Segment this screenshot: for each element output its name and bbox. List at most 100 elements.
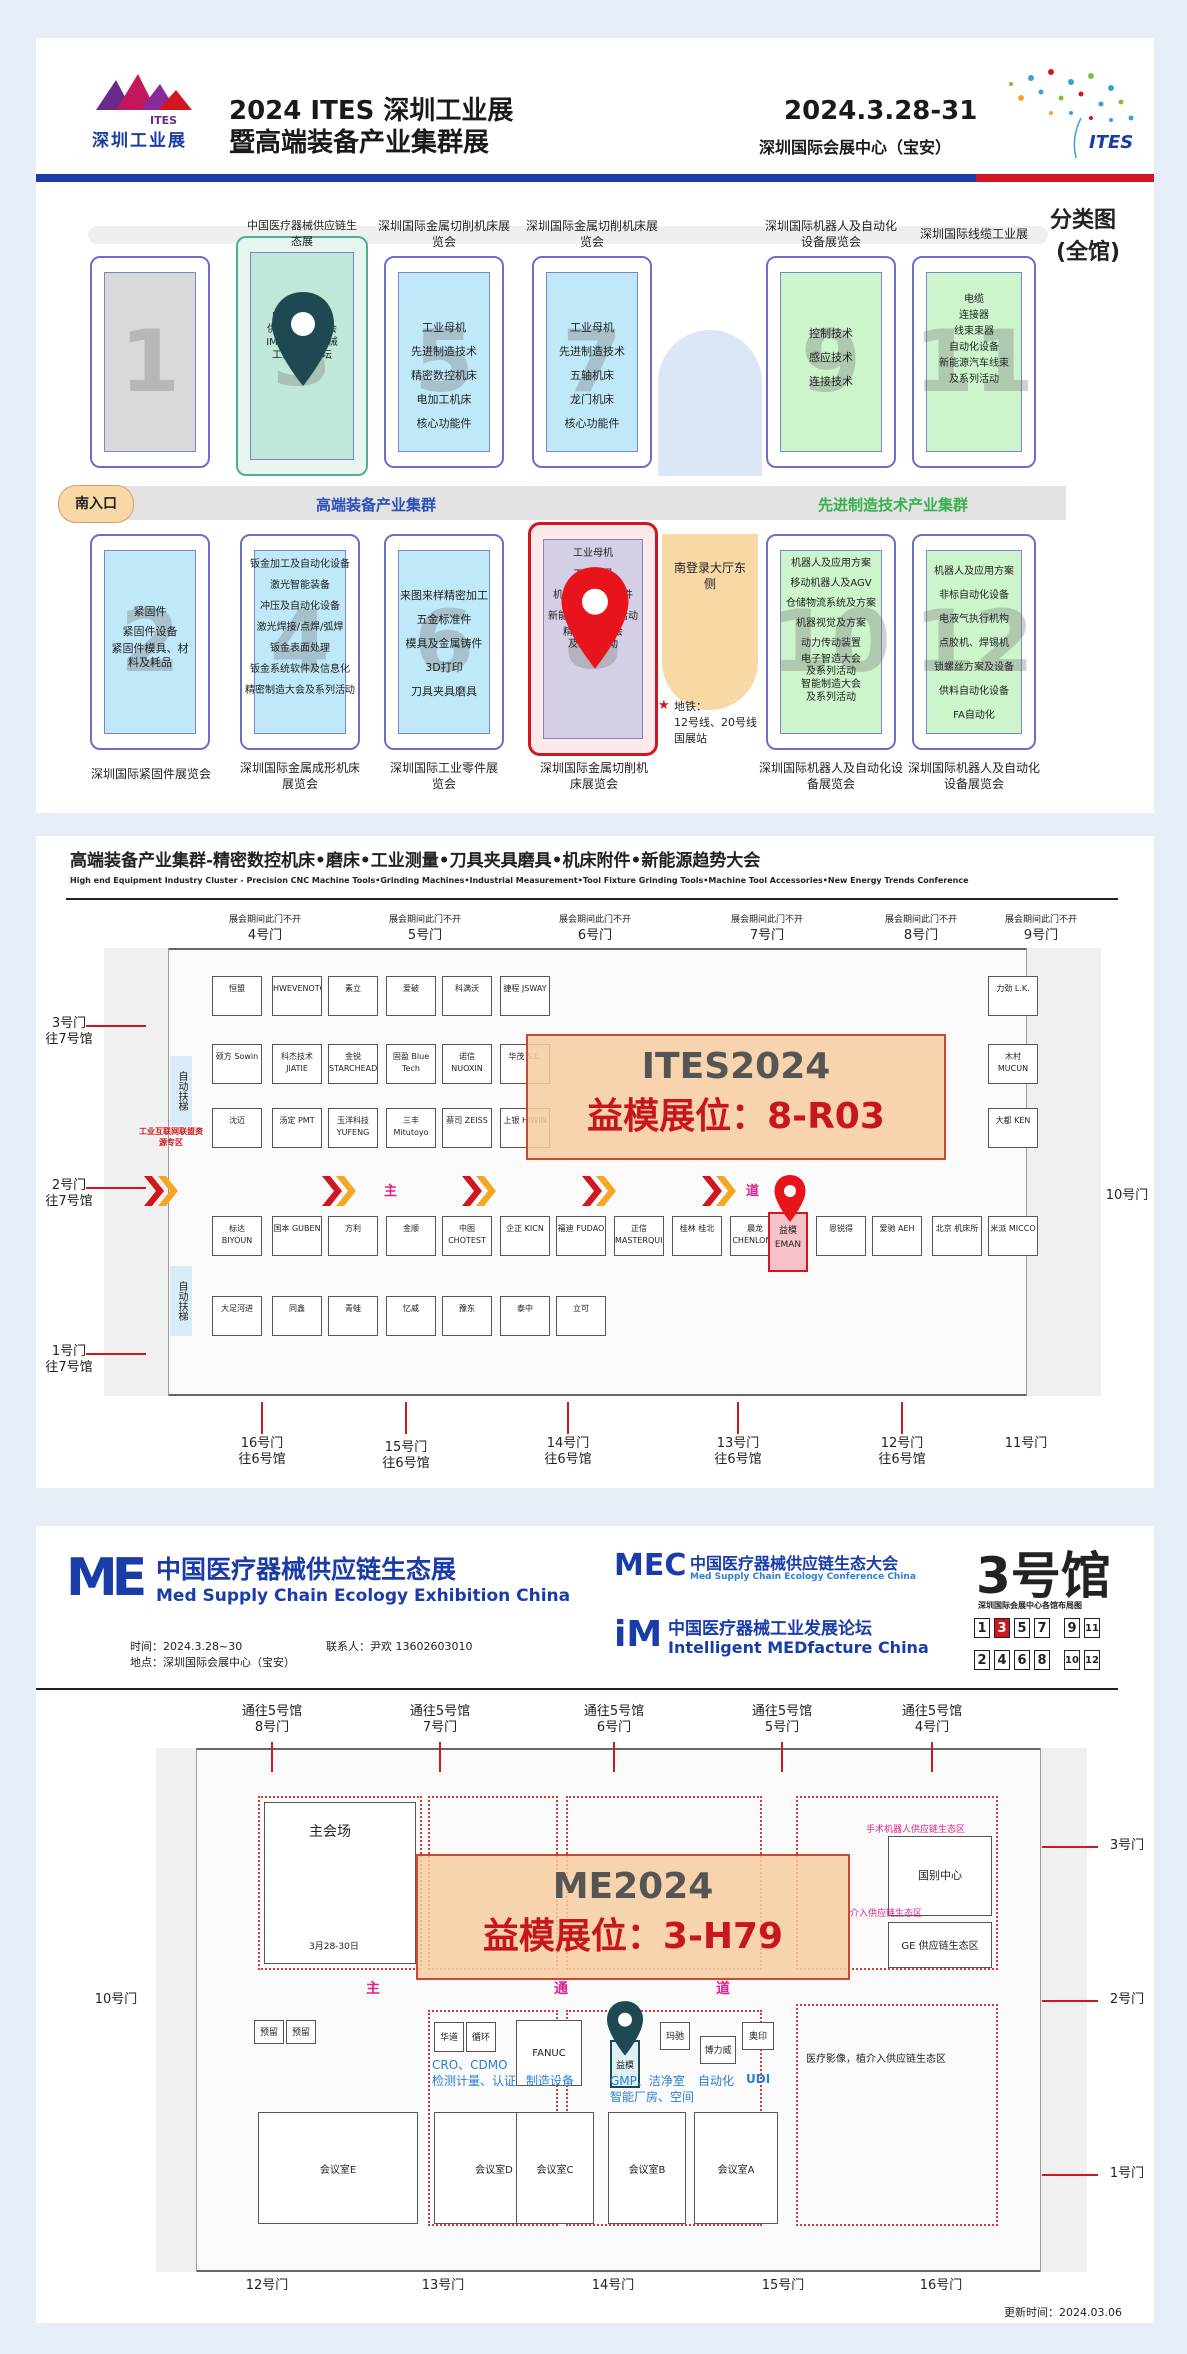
booth[interactable]: 力劲 L.K. <box>988 976 1038 1016</box>
hall3-door-2[interactable]: 2号门 <box>1109 1992 1145 2007</box>
hall8-door-14[interactable]: 14号门往6号馆 <box>544 1436 592 1467</box>
hall8-door-10[interactable]: 10号门 <box>1105 1188 1149 1203</box>
booth[interactable]: 米派 MICCO <box>988 1216 1038 1256</box>
booth[interactable]: 福迪 FUDAO <box>556 1216 606 1256</box>
hall3-door-14[interactable]: 14号门 <box>591 2278 635 2293</box>
meeting-room-b[interactable]: 会议室B <box>608 2112 686 2224</box>
hall8-door-12[interactable]: 12号门往6号馆 <box>878 1436 926 1467</box>
country-center[interactable]: 国别中心 <box>888 1836 992 1916</box>
hall-4[interactable]: 4 钣金加工及自动化设备 激光智能装备 冲压及自动化设备 激光焊接/点焊/弧焊 … <box>240 534 360 750</box>
booth[interactable]: 玛驰 <box>660 2022 690 2050</box>
booth[interactable]: 大都 KEN <box>988 1108 1038 1148</box>
hall-7[interactable]: 7 工业母机 先进制造技术 五轴机床 龙门机床 核心功能件 <box>532 256 652 468</box>
hall-8[interactable]: 8 工业母机 工业测量 机床功能件及附件 新能源汽车系列活动 精密制造大会 及系… <box>528 522 658 756</box>
booth[interactable]: FANUC <box>516 2020 582 2086</box>
booth[interactable]: 青蛙 <box>328 1296 378 1336</box>
booth[interactable]: 中图 CHOTEST <box>442 1216 492 1256</box>
hall8-door-16[interactable]: 16号门往6号馆 <box>238 1436 286 1467</box>
hall-2[interactable]: 2 紧固件 紧固件设备 紧固件模具、材料及耗品 <box>90 534 210 750</box>
booth[interactable]: 木村 MUCUN <box>988 1044 1038 1084</box>
booth[interactable]: 玉洋科技 YUFENG <box>328 1108 378 1148</box>
meeting-room-c-main-box[interactable]: 会议室C <box>516 2112 594 2224</box>
booth[interactable]: 华道 <box>434 2022 464 2052</box>
booth[interactable]: 恩锐得 <box>816 1216 866 1256</box>
hall3-door-1[interactable]: 1号门 <box>1109 2166 1145 2181</box>
hall3-door-13[interactable]: 13号门 <box>421 2278 465 2293</box>
booth[interactable]: 忆威 <box>386 1296 436 1336</box>
booth[interactable]: 固盈 Blue Tech <box>386 1044 436 1084</box>
booth[interactable]: 大足河进 <box>212 1296 262 1336</box>
booth[interactable]: 方利 <box>328 1216 378 1256</box>
hall3-door-16[interactable]: 16号门 <box>919 2278 963 2293</box>
hall8-door-1[interactable]: 1号门往7号馆 <box>45 1344 93 1375</box>
hall-12[interactable]: 12 机器人及应用方案 非标自动化设备 电液气执行机构 点胶机、焊锡机 锁螺丝方… <box>912 534 1036 750</box>
eman-booth-hall8[interactable]: 益模 EMAN <box>768 1212 808 1272</box>
hall-1[interactable]: 1 <box>90 256 210 468</box>
hall8-door-2[interactable]: 2号门往7号馆 <box>45 1178 93 1209</box>
hall8-door-3[interactable]: 3号门往7号馆 <box>45 1016 93 1047</box>
booth[interactable]: 金顺 <box>386 1216 436 1256</box>
booth[interactable]: 素立 <box>328 976 378 1016</box>
hall8-door-13[interactable]: 13号门往6号馆 <box>714 1436 762 1467</box>
booth[interactable]: 博力威 <box>700 2036 736 2064</box>
booth[interactable]: 国本 GUBEN <box>272 1216 322 1256</box>
hall3-door-10[interactable]: 10号门 <box>94 1992 138 2007</box>
hall-11[interactable]: 11 电缆 连接器 线束束器 自动化设备 新能源汽车线束 及系列活动 <box>912 256 1036 468</box>
booth[interactable]: 蔡司 ZEISS <box>442 1108 492 1148</box>
booth[interactable]: 豫东 <box>442 1296 492 1336</box>
booth[interactable]: 预留 <box>254 2020 284 2044</box>
booth[interactable]: 爱驰 AEH <box>872 1216 922 1256</box>
booth[interactable]: 预留 <box>286 2020 316 2044</box>
booth[interactable]: 奥印 <box>742 2022 774 2050</box>
hall-10[interactable]: 10 机器人及应用方案 移动机器人及AGV 仓储物流系统及方案 机器视觉及方案 … <box>766 534 896 750</box>
hall-6[interactable]: 6 来图来样精密加工 五金标准件 模具及金属铸件 3D打印 刀具夹具磨具 <box>384 534 504 750</box>
hall3-door-3[interactable]: 3号门 <box>1109 1838 1145 1853</box>
booth[interactable]: 恒盟 <box>212 976 262 1016</box>
booth[interactable]: 同鑫 <box>272 1296 322 1336</box>
ge-zone[interactable]: GE 供应链生态区 <box>888 1922 992 1968</box>
booth[interactable]: 捷程 JSWAY <box>500 976 550 1016</box>
hall-3[interactable]: 3 中国医疗器械 供应链生态大会 IM中国医疗器械 工业发展论坛 <box>236 236 368 476</box>
booth[interactable]: HWEVENOTO <box>272 976 322 1016</box>
hall8-door-15[interactable]: 15号门往6号馆 <box>382 1440 430 1471</box>
booth[interactable]: 爱破 <box>386 976 436 1016</box>
main-venue[interactable]: 主会场 3月28-30日 <box>264 1802 416 1964</box>
booth[interactable]: 金锐 STARCHEAD <box>328 1044 378 1084</box>
booth[interactable]: 硕方 Sowin <box>212 1044 262 1084</box>
booth[interactable]: 正信 MASTERQUIP <box>614 1216 664 1256</box>
booth[interactable]: 汤定 PMT <box>272 1108 322 1148</box>
service-label: 检测计量、认证 <box>432 2074 517 2088</box>
south-entrance[interactable]: 南入口 <box>58 485 134 523</box>
booth[interactable]: 三丰 Mitutoyo <box>386 1108 436 1148</box>
hall-5[interactable]: 5 工业母机 先进制造技术 精密数控机床 电加工机床 核心功能件 <box>384 256 504 468</box>
booth[interactable]: 诺信 NUOXIN <box>442 1044 492 1084</box>
booth[interactable]: 泰中 <box>500 1296 550 1336</box>
booth[interactable]: 标达 BIYOUN <box>212 1216 262 1256</box>
hall3-door-15[interactable]: 15号门 <box>761 2278 805 2293</box>
booth[interactable]: 北京 机床所 <box>932 1216 982 1256</box>
south-hall-east[interactable]: 南登录大厅东侧 <box>662 534 758 710</box>
booth[interactable]: 科满沃 <box>442 976 492 1016</box>
hall3-door-12[interactable]: 12号门 <box>245 2278 289 2293</box>
hall8-door-11[interactable]: 11号门 <box>1004 1436 1048 1451</box>
booth[interactable]: 立可 <box>556 1296 606 1336</box>
booth[interactable]: 桂林 桂北 <box>672 1216 722 1256</box>
booth[interactable]: 科杰技术 JIATIE <box>272 1044 322 1084</box>
meeting-room-a[interactable]: 会议室A <box>694 2112 778 2224</box>
booth[interactable]: 沈迈 <box>212 1108 262 1148</box>
booth[interactable]: 企正 KICN <box>500 1216 550 1256</box>
booth[interactable]: 循环 <box>466 2022 496 2052</box>
hall-9[interactable]: 9 控制技术 感应技术 连接技术 <box>766 256 896 468</box>
meeting-room-e[interactable]: 会议室E <box>258 2112 418 2224</box>
